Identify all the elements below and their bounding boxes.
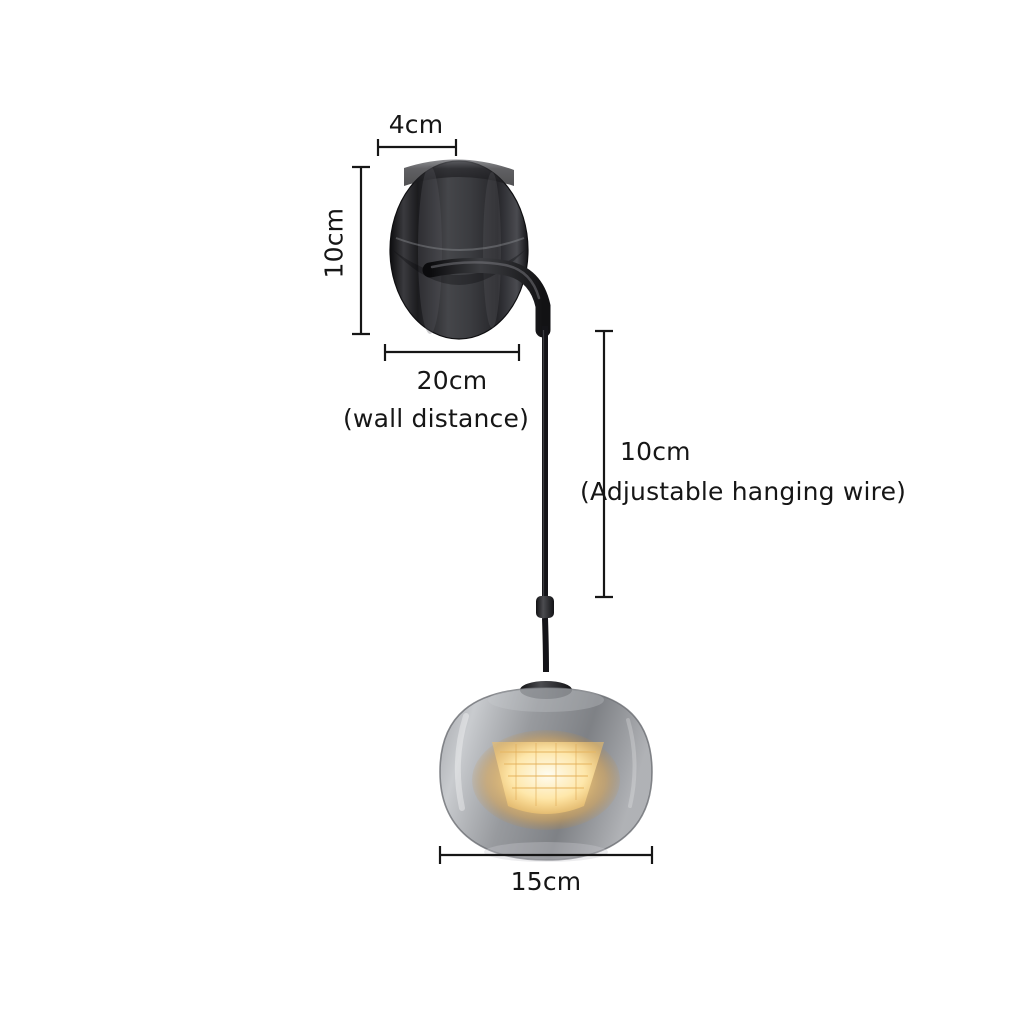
label-backplate-height: 10cm [319,207,349,279]
dim-top-width [376,139,458,156]
label-wire-value: 10cm [620,437,691,466]
dim-shade-width [438,846,654,864]
label-top-width: 4cm [388,110,444,139]
lamp-shade [439,681,653,862]
label-wire-note: (Adjustable hanging wire) [580,477,907,506]
lamp-arm [422,257,551,338]
hanging-wire [536,326,554,673]
label-shade-width: 15cm [510,867,582,896]
label-wall-distance-value: 20cm [416,366,488,395]
dim-wall-distance [383,344,521,361]
label-wall-distance-note: (wall distance) [342,404,530,433]
dim-hanging-wire [595,329,613,599]
backplate [389,159,529,340]
dim-backplate-height [352,165,370,336]
